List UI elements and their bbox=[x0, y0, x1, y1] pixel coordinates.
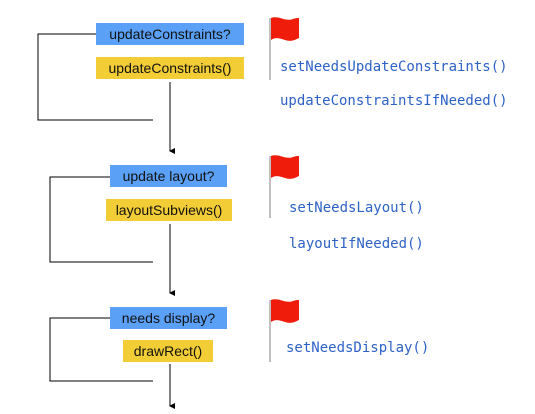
method-set-needs-layout: setNeedsLayout() bbox=[289, 200, 424, 216]
action-box-update-constraints: updateConstraints() bbox=[96, 57, 244, 79]
method-set-needs-display: setNeedsDisplay() bbox=[286, 340, 430, 356]
method-update-constraints-if-needed: updateConstraintsIfNeeded() bbox=[280, 93, 508, 109]
question-box-needs-display: needs display? bbox=[110, 307, 227, 329]
red-flag-icon bbox=[269, 299, 299, 362]
question-box-update-constraints: updateConstraints? bbox=[96, 23, 244, 45]
question-box-update-layout: update layout? bbox=[110, 165, 227, 187]
loop-line-update-layout bbox=[49, 176, 153, 263]
action-box-layout-subviews: layoutSubviews() bbox=[106, 199, 232, 221]
loop-line-needs-display bbox=[49, 317, 153, 382]
method-layout-if-needed: layoutIfNeeded() bbox=[289, 236, 424, 252]
action-box-draw-rect: drawRect() bbox=[123, 340, 213, 362]
loop-line-update-constraints bbox=[37, 33, 153, 121]
method-set-needs-update-constraints: setNeedsUpdateConstraints() bbox=[280, 59, 508, 75]
red-flag-icon bbox=[269, 17, 299, 80]
red-flag-icon bbox=[269, 155, 299, 218]
